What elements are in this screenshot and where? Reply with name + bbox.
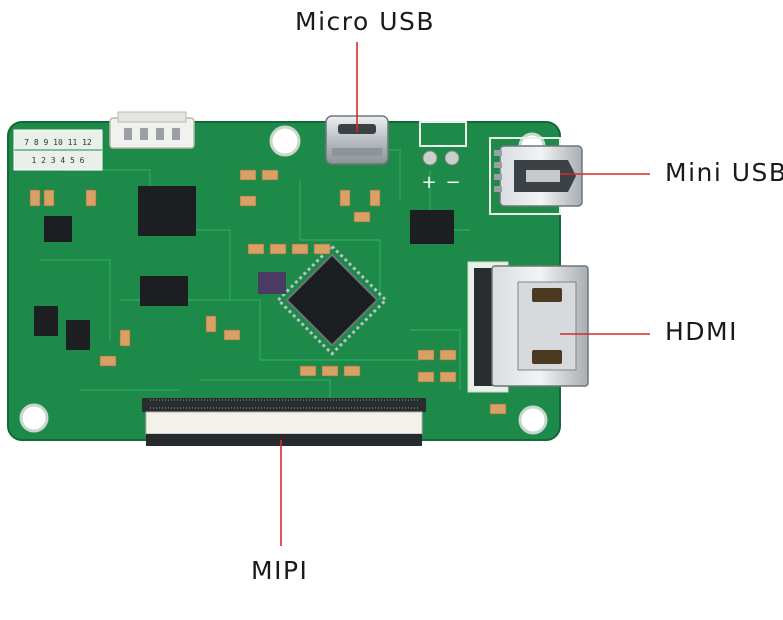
smd-components	[29, 169, 507, 415]
label-micro-usb: Micro USB	[295, 7, 436, 36]
pcb-traces	[40, 149, 470, 400]
header-row-top: 7 8 9 10 11 12	[24, 138, 92, 147]
label-mini-usb: Mini USB	[665, 158, 783, 187]
mipi-fpc-connector	[142, 398, 426, 446]
mini-usb-connector	[489, 137, 583, 215]
power-minus-mark: −	[445, 172, 460, 193]
pin-header-silkscreen: 7 8 9 10 11 12 1 2 3 4 5 6	[13, 129, 103, 171]
ics	[34, 186, 454, 350]
label-hdmi: HDMI	[665, 317, 738, 346]
power-plus-mark: +	[421, 172, 436, 193]
hdmi-connector	[467, 261, 589, 393]
callout-lines	[280, 42, 650, 546]
jst-connector	[109, 111, 195, 149]
header-row-bottom: 1 2 3 4 5 6	[32, 156, 85, 165]
main-processor-chip	[276, 244, 388, 356]
label-mipi: MIPI	[251, 556, 309, 585]
silk-outline-top: + −	[419, 121, 467, 193]
